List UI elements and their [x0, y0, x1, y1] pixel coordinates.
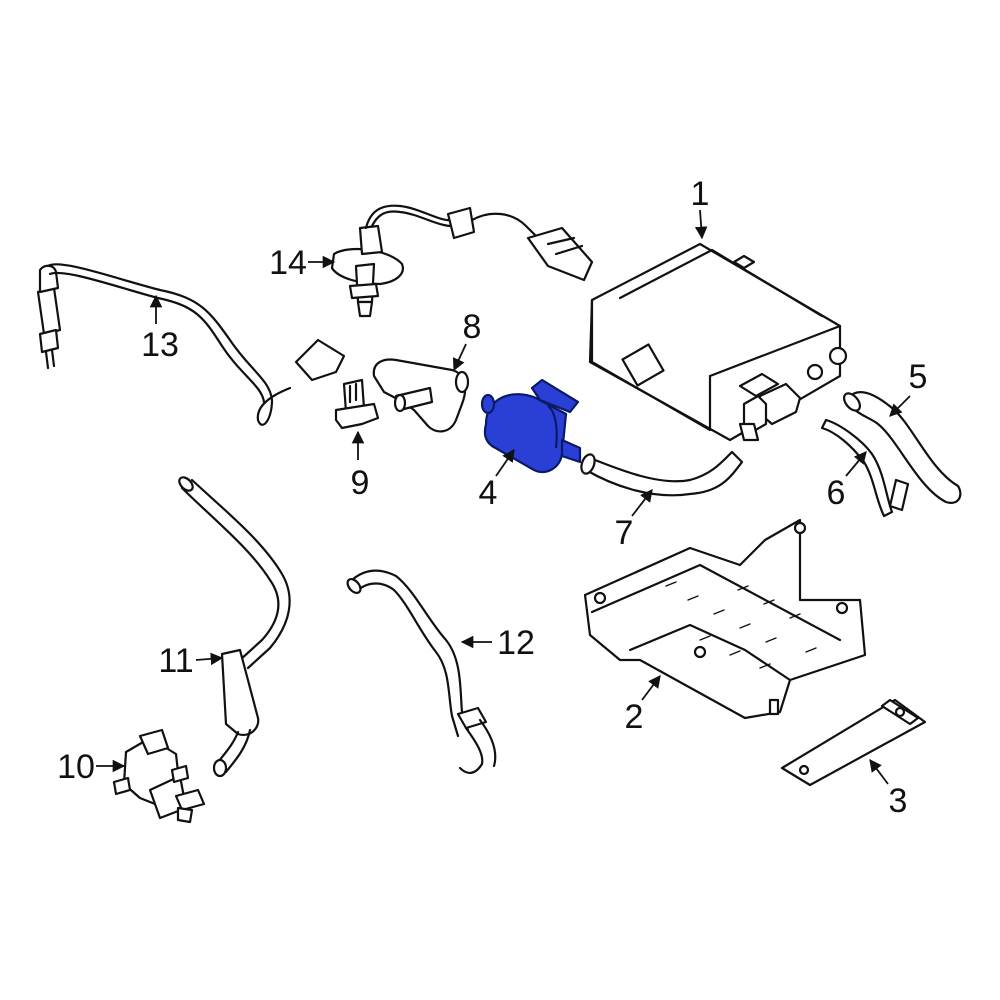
callout-8: 8 — [453, 308, 482, 372]
callout-14: 14 — [269, 244, 336, 282]
callout-label-5: 5 — [909, 358, 928, 396]
callout-10: 10 — [57, 748, 126, 786]
part-13-sensor[interactable] — [36, 263, 346, 426]
part-4-inlet — [480, 393, 496, 415]
callout-label-8: 8 — [463, 308, 482, 346]
callout-label-1: 1 — [691, 175, 710, 213]
callout-label-3: 3 — [889, 782, 908, 820]
callout-3: 3 — [869, 758, 908, 820]
part-14-sensor[interactable] — [330, 204, 594, 318]
callout-label-13: 13 — [141, 326, 179, 364]
part-4-vent-filter[interactable] — [480, 378, 582, 474]
callout-7: 7 — [615, 489, 653, 552]
callout-label-6: 6 — [827, 474, 846, 512]
part-12-hose[interactable] — [345, 569, 497, 774]
part-3-plate[interactable] — [780, 698, 927, 787]
part-11-hose[interactable] — [177, 475, 291, 778]
callout-label-11: 11 — [158, 642, 193, 680]
part-6-hose[interactable] — [820, 418, 910, 518]
callout-13: 13 — [141, 294, 179, 364]
part-9-sensor[interactable] — [334, 378, 380, 430]
callout-label-2: 2 — [625, 698, 644, 736]
callout-label-10: 10 — [57, 748, 95, 786]
part-1-canister[interactable] — [588, 242, 848, 442]
callout-2: 2 — [625, 674, 661, 736]
part-4-bracket — [530, 378, 580, 414]
callout-11: 11 — [158, 642, 224, 680]
callout-label-7: 7 — [615, 514, 634, 552]
callout-label-14: 14 — [269, 244, 307, 282]
part-7-hose[interactable] — [579, 450, 744, 497]
callout-4: 4 — [479, 448, 515, 512]
part-2-bracket[interactable] — [583, 518, 867, 720]
callout-label-4: 4 — [479, 474, 498, 512]
callout-label-12: 12 — [497, 624, 535, 662]
callout-6: 6 — [827, 451, 867, 512]
callout-9: 9 — [351, 430, 370, 502]
callout-1: 1 — [691, 175, 710, 240]
part-10-valve[interactable] — [112, 728, 206, 824]
part-4-outlet — [560, 438, 582, 464]
callout-5: 5 — [889, 358, 928, 417]
callout-label-9: 9 — [351, 464, 370, 502]
callout-12: 12 — [460, 624, 535, 662]
part-8-elbow[interactable] — [372, 358, 470, 433]
